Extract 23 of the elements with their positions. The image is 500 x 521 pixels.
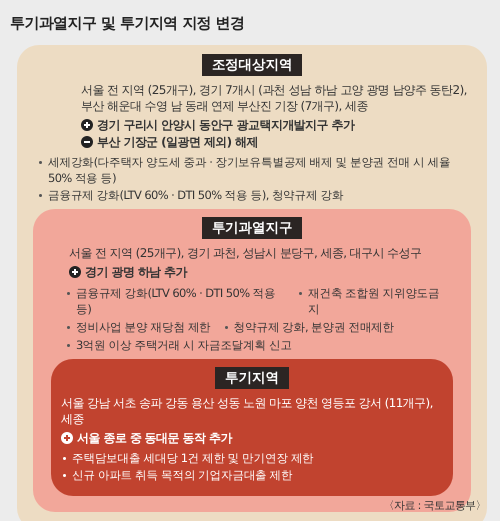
source-note: 〈자료 : 국토교통부〉: [384, 498, 486, 513]
diagram-title: 투기과열지구 및 투기지역 지정 변경: [10, 14, 244, 33]
zone-heading: 투기지역: [215, 367, 289, 389]
policy-item: 재건축 조합원 지위양도금지: [308, 285, 440, 317]
zone-heading: 조정대상지역: [202, 54, 302, 76]
zone-panel: [17, 45, 487, 521]
added-regions: 경기 광명 하남 추가: [85, 264, 187, 280]
added-regions: 서울 종로 중 동대문 동작 추가: [77, 430, 232, 446]
zone-heading: 투기과열지구: [202, 217, 302, 239]
policy-item: 주택담보대출 세대당 1건 제한 및 만기연장 제한: [72, 450, 314, 466]
region-list: 서울 전 지역 (25개구), 경기 과천, 성남시 분당구, 세종, 대구시 수성구: [45, 245, 459, 261]
policy-item: 금융규제 강화(LTV 60% · DTI 50% 적용 등): [76, 285, 276, 317]
removed-regions: 부산 기장군 (일광면 제외) 해제: [97, 134, 258, 150]
policy-item: 세제강화(다주택자 양도세 중과 · 장기보유특별공제 배제 및 분양권 전매 시 세율 50% 적용 등): [48, 154, 452, 186]
zone-panel: [51, 359, 453, 496]
policy-item: 청약규제 강화, 분양권 전매제한: [234, 319, 394, 335]
region-list: 서울 전 지역 (25개구), 경기 7개시 (과천 성남 하남 고양 광명 남양주 동탄2), 부산 해운대 수영 남 동래 연제 부산진 기장 (7개구), 세종: [29, 82, 475, 114]
policy-item: 정비사업 분양 재당첨 제한: [76, 319, 211, 335]
added-regions: 경기 구리시 안양시 동안구 광교택지개발지구 추가: [97, 117, 354, 133]
policy-item: 3억원 이상 주택거래 시 자금조달계획 신고: [76, 337, 292, 353]
policy-item: 신규 아파트 취득 목적의 기업자금대출 제한: [72, 467, 292, 483]
region-list: 서울 강남 서초 송파 강동 용산 성동 노원 마포 양천 영등포 강서 (11개구), 세종: [61, 395, 443, 427]
policy-item: 금융규제 강화(LTV 60% · DTI 50% 적용 등), 청약규제 강화: [48, 187, 344, 203]
